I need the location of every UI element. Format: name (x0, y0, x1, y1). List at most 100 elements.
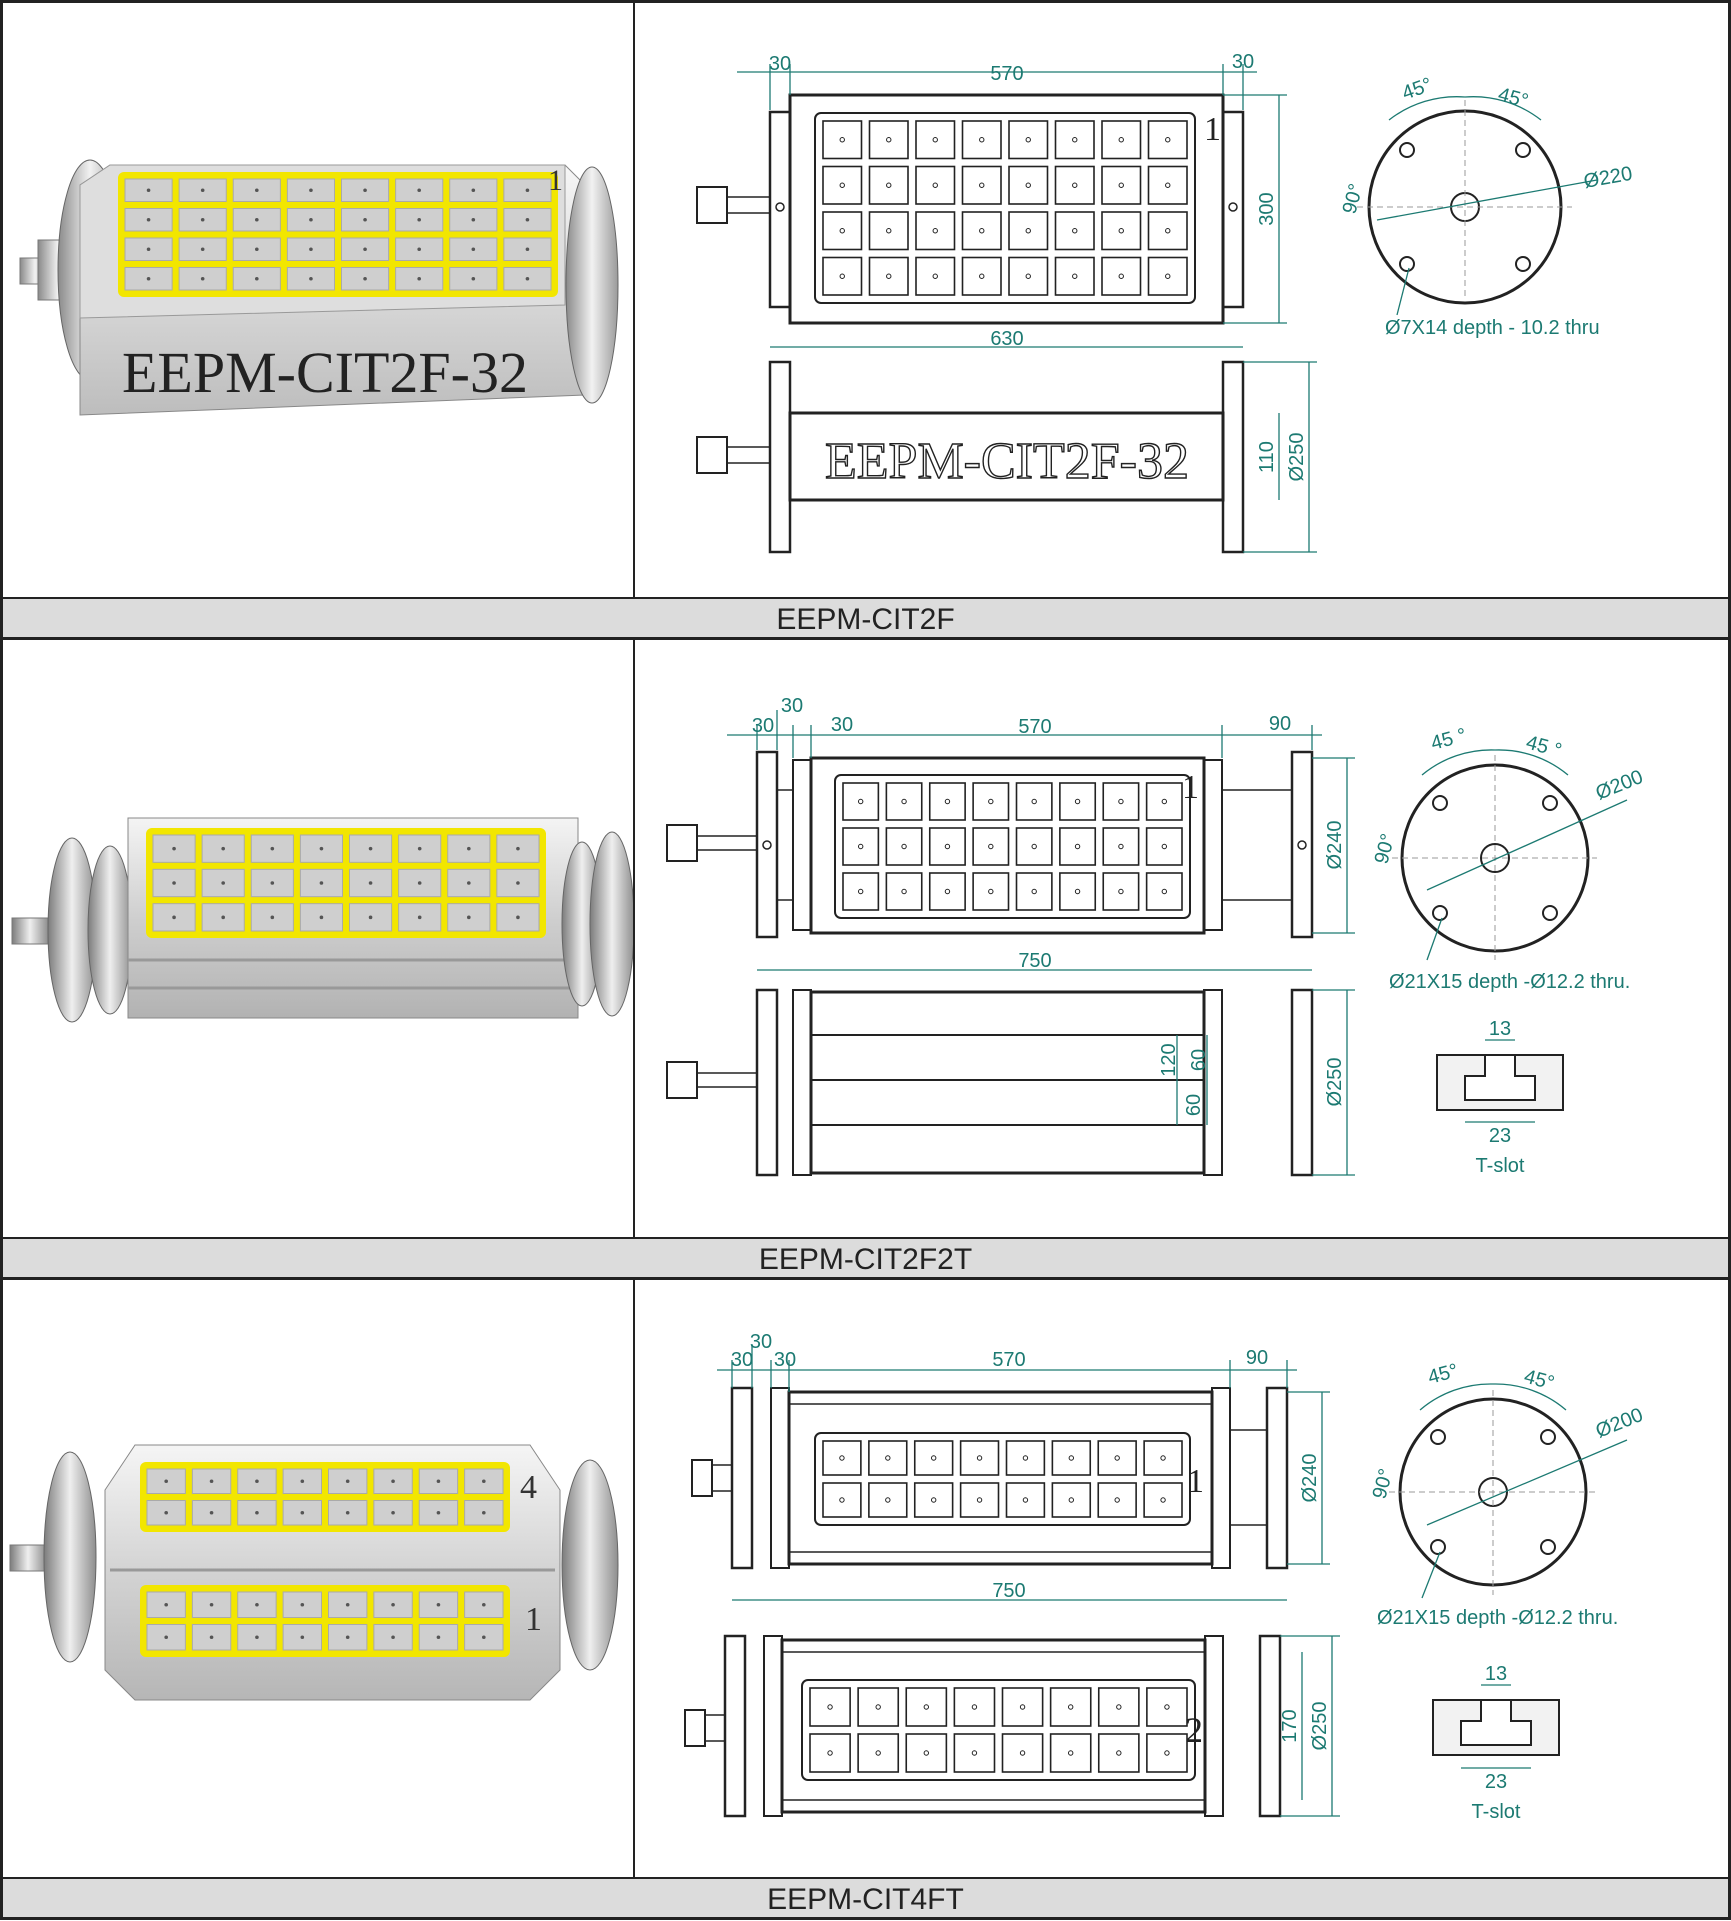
center-bore (1450, 192, 1480, 222)
pole-dot (363, 217, 367, 222)
pole-cell (1097, 1733, 1140, 1773)
pole-dot (1160, 1497, 1166, 1503)
pole-dot (827, 1704, 833, 1710)
pole-cell (809, 1733, 851, 1773)
pole-grid (822, 120, 1188, 296)
pole-cell (1015, 872, 1053, 911)
pole-dot (391, 1510, 395, 1515)
pole-cell (972, 782, 1010, 821)
pole-cell (1054, 256, 1095, 296)
pole-dot (436, 1635, 441, 1640)
face-number-front: 1 (525, 1601, 542, 1638)
pole-dot (885, 1455, 891, 1461)
pole-dot (988, 843, 994, 850)
left-flange-inner (87, 845, 133, 1015)
tslot-profile (1464, 1054, 1536, 1101)
pole-dot (209, 1510, 214, 1515)
pole-cell (1101, 256, 1142, 296)
side-view: 2 170 Ø250 (684, 1634, 1340, 1818)
bolt-hole (1399, 142, 1415, 158)
tslot-view: 13 23 T-slot (1432, 1663, 1560, 1823)
shaft (9, 1544, 47, 1572)
dim-width: Ø240 (1299, 1454, 1321, 1503)
pole-dot (885, 1497, 891, 1503)
pole-dot (221, 881, 225, 885)
dim-total: 630 (990, 328, 1023, 350)
side-view: EEPM-CIT2F-32 110 Ø250 (696, 360, 1317, 554)
pole-cell (972, 872, 1010, 911)
pole-dot (979, 137, 985, 143)
angle-b: 45° (1522, 1366, 1557, 1395)
pole-cell (1145, 827, 1183, 866)
top-view: 1 30 570 30 300 630 (696, 51, 1287, 350)
left-flange (43, 1451, 97, 1663)
pole-dot (1165, 137, 1171, 143)
side-view: 120 60 60 Ø250 (666, 988, 1355, 1177)
magnet-grid (146, 828, 546, 938)
photo-cell: 4 1 (0, 1280, 635, 1877)
face-number: 1 (548, 164, 563, 197)
pin (1228, 202, 1238, 212)
pole-cell (1145, 872, 1183, 911)
bolt-hole (1430, 1429, 1446, 1445)
pole-cell (961, 120, 1002, 160)
pole-dot (1067, 1750, 1074, 1756)
row-eepm-cit2f: 1 EEPM-CIT2F-32 1 (0, 0, 1731, 640)
pole-dot (255, 276, 259, 281)
dim-center: 570 (1018, 716, 1051, 738)
pole-dot (901, 798, 907, 805)
pole-cell (822, 120, 863, 160)
pole-cell (1102, 782, 1140, 821)
hole-note: Ø21X15 depth -Ø12.2 thru. (1377, 1607, 1618, 1629)
pole-cell (972, 827, 1010, 866)
magnet-frame (140, 1462, 510, 1532)
pole-cell (1051, 1482, 1092, 1518)
pole-dot (875, 1750, 881, 1756)
pole-dot (923, 1750, 930, 1756)
body-outline (788, 93, 1225, 325)
pole-dot (857, 843, 864, 850)
pole-dot (944, 888, 951, 895)
pole-dot (146, 188, 151, 193)
end-plate-left (768, 360, 792, 554)
pole-cell (822, 211, 863, 251)
dim-60-a: 60 (1188, 1049, 1210, 1071)
tslot-view: 13 23 T-slot (1436, 1018, 1564, 1177)
end-plate-right (1221, 360, 1245, 554)
pole-dot (516, 881, 520, 885)
pole-area (814, 1432, 1191, 1526)
pole-dot (525, 276, 530, 281)
drawing-cell: 1 30 30 30 570 90 Ø240 (637, 640, 1731, 1237)
pole-dot (923, 1704, 930, 1710)
pole-cell (1146, 1687, 1188, 1727)
dim-left: 30 (769, 53, 791, 75)
pole-dot (471, 247, 476, 252)
screw (726, 446, 771, 464)
flange-diameter: Ø200 (1593, 766, 1647, 805)
pole-dot (471, 217, 476, 222)
pole-dot (255, 1510, 259, 1515)
pin (1297, 840, 1307, 850)
pole-dot (417, 276, 421, 281)
pole-dot (930, 1497, 937, 1503)
pole-dot (255, 1635, 259, 1640)
pole-dot (839, 1497, 845, 1503)
pole-dot (309, 188, 313, 193)
pole-grid (842, 782, 1183, 911)
flange-view: Ø200 45° 45° 90° Ø21X15 depth -Ø12.2 thr… (1369, 1360, 1647, 1629)
nut (696, 436, 728, 474)
spacer-left (770, 1387, 790, 1569)
magnet-grid (140, 1462, 510, 1657)
pole-dot (436, 1602, 441, 1607)
end-plate-left (755, 750, 779, 939)
pole-dot (1114, 1455, 1120, 1461)
pole-dot (209, 1602, 214, 1607)
angle-a: 45 ° (1429, 724, 1469, 755)
pole-dot (930, 1455, 937, 1461)
pole-cell (822, 165, 863, 205)
pole-dot (255, 188, 259, 193)
pole-dot (1114, 1497, 1120, 1503)
pole-cell (1059, 782, 1097, 821)
pole-dot (525, 188, 530, 193)
